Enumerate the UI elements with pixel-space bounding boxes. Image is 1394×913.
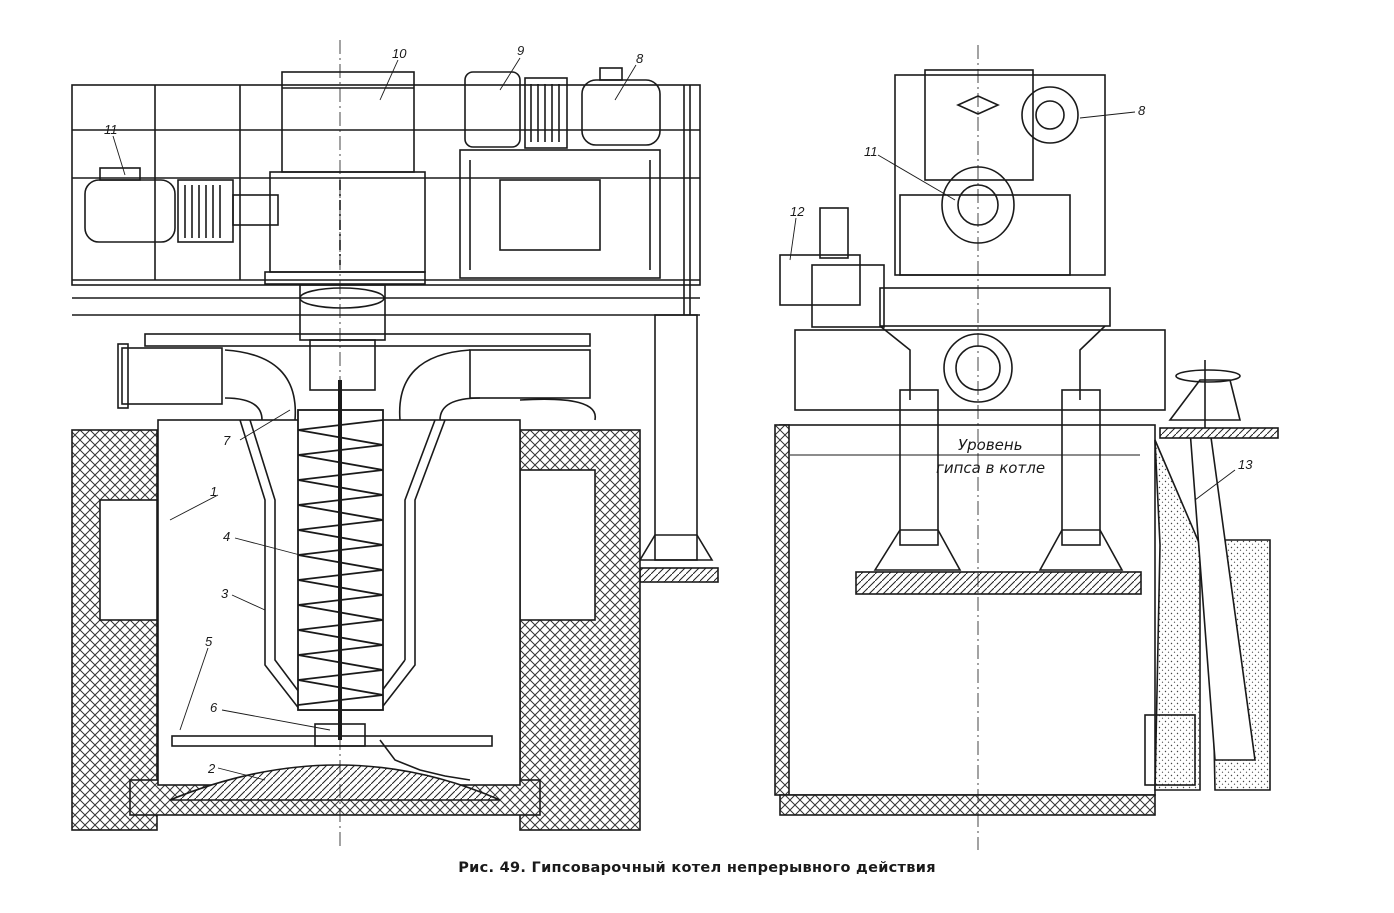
level-note-line2: гипса в котле [936,459,1045,477]
callout-8-right: 8 [1138,103,1146,118]
callout-2: 2 [207,761,216,776]
figure-caption: Рис. 49. Гипсоварочный котел непрерывног… [458,860,936,876]
callout-5: 5 [205,634,213,649]
motor-11 [84,167,279,243]
screw-conveyor-4 [297,380,384,740]
reducer-10 [264,71,426,285]
callout-labels: 10 9 8 11 7 1 4 3 5 6 2 8 11 12 13 Урове… [104,43,1253,776]
right-view [774,45,1279,850]
unit-12 [779,207,885,328]
callout-13: 13 [1238,457,1253,472]
callout-12: 12 [790,204,805,219]
callout-6: 6 [210,700,218,715]
callout-9: 9 [517,43,524,58]
callout-4: 4 [223,529,230,544]
masonry-right-niche [519,469,596,621]
level-note-line1: Уровень [958,436,1023,454]
upper-frame [71,84,701,316]
right-frame [794,287,1166,595]
callout-3: 3 [221,586,229,601]
drive-8-9 [459,67,661,279]
right-drive-box [894,69,1106,276]
callout-10: 10 [392,46,407,61]
callout-8-left: 8 [636,51,644,66]
support-column [638,85,719,583]
left-view [71,40,719,850]
shaft-housing [299,284,386,391]
bottom-dome-2 [169,764,501,801]
callout-1: 1 [210,484,217,499]
masonry-left-niche [99,499,158,621]
callouts [112,57,1236,781]
masonry-left [71,429,158,831]
feed-chute-13 [1144,360,1279,791]
top-plate-and-ducts [117,333,596,421]
right-kettle [774,424,1156,816]
callout-11-right: 11 [864,144,878,159]
callout-11-left: 11 [104,122,118,137]
callout-7: 7 [223,433,231,448]
